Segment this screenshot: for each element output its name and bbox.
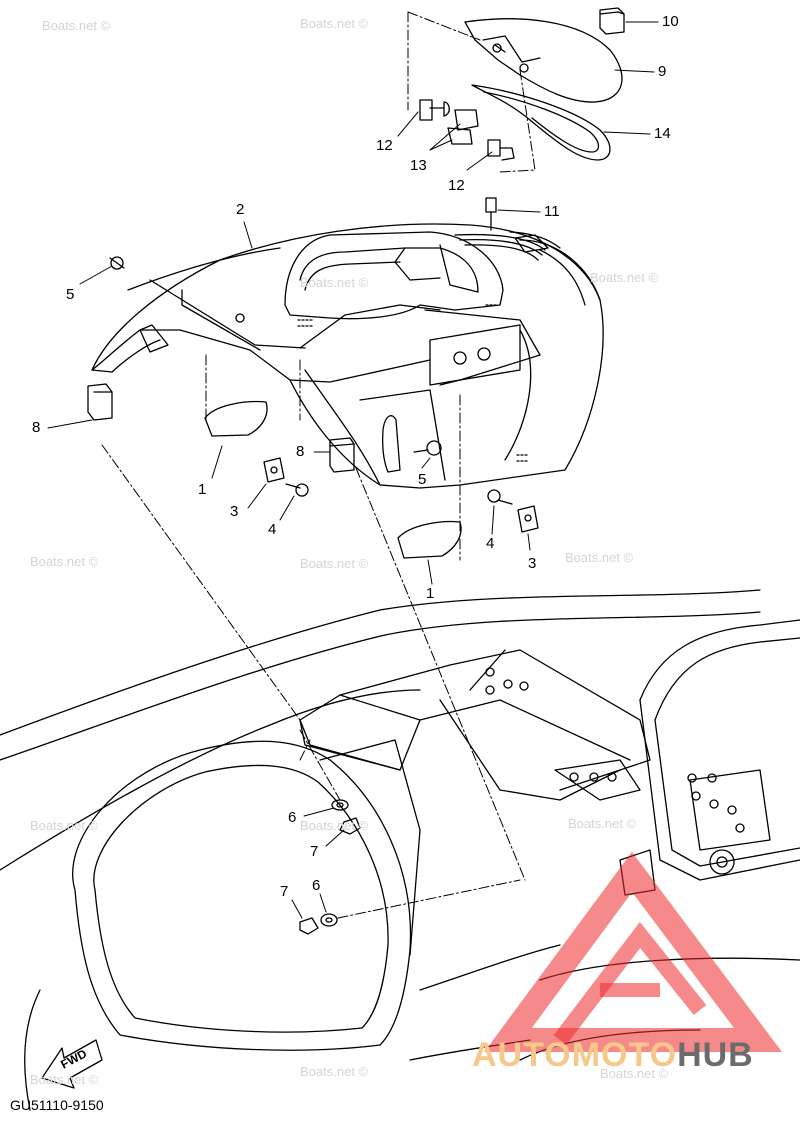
callout-label: 3 bbox=[528, 555, 537, 572]
callout-label: 10 bbox=[662, 13, 679, 30]
leader-lines bbox=[47, 21, 659, 919]
watermark-text: Boats.net © bbox=[42, 18, 111, 33]
callout-label: 2 bbox=[236, 201, 245, 218]
bolts-4-5 bbox=[109, 256, 513, 505]
watermark-text: Boats.net © bbox=[300, 16, 369, 31]
callout-label: 5 bbox=[66, 286, 75, 303]
callout-label: 8 bbox=[296, 443, 305, 460]
watermark-text: Boats.net © bbox=[590, 270, 659, 285]
fwd-arrow-icon bbox=[41, 1039, 103, 1089]
watermark-text: Boats.net © bbox=[300, 818, 369, 833]
logo-part-a: AUTOMOTO bbox=[472, 1036, 678, 1074]
callout-label: 9 bbox=[658, 63, 667, 80]
callout-label: 7 bbox=[280, 883, 289, 900]
callout-label: 6 bbox=[312, 877, 321, 894]
brand-logo-text: AUTOMOTOHUB bbox=[472, 1036, 754, 1075]
screws-12-13 bbox=[419, 99, 515, 231]
callout-label: 4 bbox=[268, 521, 277, 538]
clip-8-center bbox=[329, 437, 355, 473]
latch-10 bbox=[599, 7, 625, 35]
callout-label: 1 bbox=[198, 481, 207, 498]
watermark-text: Boats.net © bbox=[568, 816, 637, 831]
callout-label: 14 bbox=[654, 125, 671, 142]
callout-label: 1 bbox=[426, 585, 435, 602]
storage-lid bbox=[464, 18, 623, 103]
watermark-text: Boats.net © bbox=[300, 1064, 369, 1079]
callout-label: 12 bbox=[448, 177, 465, 194]
callout-label: 4 bbox=[486, 535, 495, 552]
callout-label: 11 bbox=[544, 203, 560, 220]
drawing-code: GU51110-9150 bbox=[10, 1097, 104, 1113]
logo-part-b: HUB bbox=[677, 1036, 754, 1074]
callout-label: 6 bbox=[288, 809, 297, 826]
watermark-text: Boats.net © bbox=[30, 1072, 99, 1087]
watermark-text: Boats.net © bbox=[300, 556, 369, 571]
callout-label: 13 bbox=[410, 157, 427, 174]
callout-label: 3 bbox=[230, 503, 239, 520]
lid-seal bbox=[471, 84, 611, 161]
watermark-text: Boats.net © bbox=[565, 550, 634, 565]
callout-label: 8 bbox=[32, 419, 41, 436]
watermark-text: Boats.net © bbox=[30, 554, 99, 569]
callout-label: 12 bbox=[376, 137, 393, 154]
clip-8-left bbox=[87, 383, 113, 421]
watermark-text: Boats.net © bbox=[300, 275, 369, 290]
callout-label: 5 bbox=[418, 471, 427, 488]
watermark-text: Boats.net © bbox=[600, 1066, 669, 1081]
callout-label: 7 bbox=[310, 843, 319, 860]
front-cover bbox=[91, 223, 604, 489]
automotohub-logo-icon bbox=[484, 851, 782, 1052]
assembly-lines bbox=[101, 11, 536, 919]
watermark-text: Boats.net © bbox=[30, 818, 99, 833]
nuts-3 bbox=[263, 457, 539, 533]
